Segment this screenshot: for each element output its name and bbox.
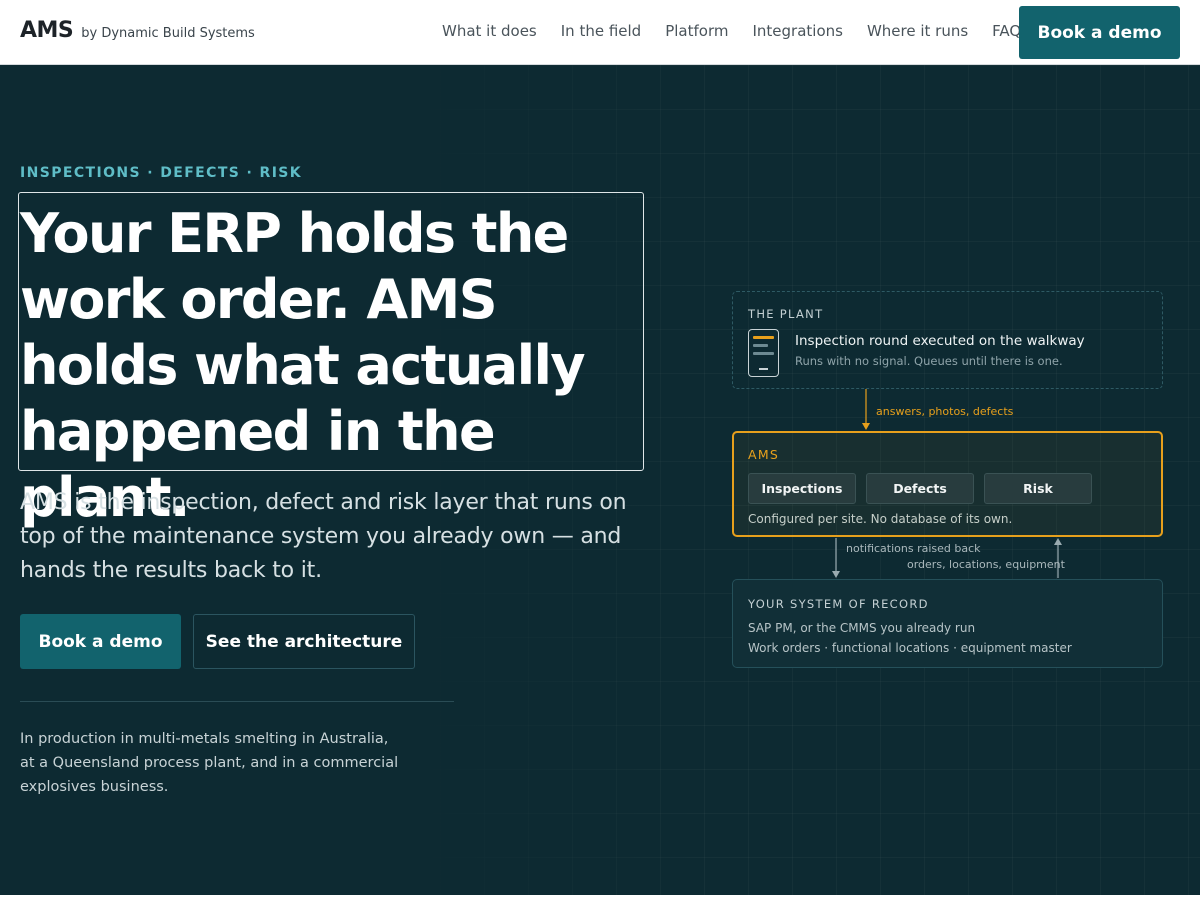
hero-gradient-overlay [0, 65, 700, 895]
hero-lede: AMS is the inspection, defect and risk l… [20, 490, 627, 583]
arrow-up-grey-head [1054, 538, 1062, 545]
see-architecture-button[interactable]: See the architecture [193, 614, 415, 669]
hero-divider [20, 701, 454, 702]
proof-line: In production in multi-metals smelting i… [20, 731, 389, 747]
chip-defects: Defects [866, 473, 974, 504]
architecture-diagram: THE PLANT Inspection round executed on t… [0, 65, 1200, 895]
proof-line: at a Queensland process plant, and in a … [20, 755, 399, 771]
sor-panel-label: YOUR SYSTEM OF RECORD [748, 597, 929, 611]
main-nav: What it does In the field Platform Integ… [442, 22, 1045, 40]
flow-in-label: orders, locations, equipment [907, 558, 1065, 571]
hero-eyebrow: INSPECTIONS · DEFECTS · RISK [20, 165, 303, 181]
brand-byline: by Dynamic Build Systems [81, 26, 255, 41]
page-footer-edge [0, 895, 1200, 900]
plant-title: Inspection round executed on the walkway [795, 333, 1085, 349]
sor-line: SAP PM, or the CMMS you already run [748, 621, 976, 635]
plant-panel [732, 291, 1163, 389]
nav-item-platform[interactable]: Platform [665, 22, 729, 40]
flow-arrows [832, 389, 1062, 578]
nav-item-integrations[interactable]: Integrations [752, 22, 843, 40]
proof-line: explosives business. [20, 779, 169, 795]
chip-inspections: Inspections [748, 473, 856, 504]
hero-book-demo-button[interactable]: Book a demo [20, 614, 181, 669]
hero-proof-text: In production in multi-metals smelting i… [20, 727, 400, 799]
ams-panel-label: AMS [748, 447, 780, 462]
arrow-down-amber-head [862, 423, 870, 430]
nav-item-what-it-does[interactable]: What it does [442, 22, 537, 40]
hero-headline: Your ERP holds the work order. AMS holds… [20, 202, 586, 529]
sor-line: Work orders · functional locations · equ… [748, 641, 1072, 655]
site-header: AMS by Dynamic Build Systems What it doe… [0, 0, 1200, 65]
nav-item-where-it-runs[interactable]: Where it runs [866, 22, 969, 40]
nav-item-in-the-field[interactable]: In the field [560, 22, 642, 40]
mobile-device-icon [748, 329, 779, 377]
plant-panel-label: THE PLANT [748, 307, 824, 321]
ams-footnote: Configured per site. No database of its … [748, 512, 1013, 526]
headline-focus-outline [18, 192, 644, 471]
hero-section: INSPECTIONS · DEFECTS · RISK Your ERP ho… [0, 65, 1200, 895]
chip-risk: Risk [984, 473, 1092, 504]
brand[interactable]: AMS by Dynamic Build Systems [20, 18, 255, 43]
system-of-record-panel [732, 579, 1163, 668]
flow-out-label: notifications raised back [846, 542, 981, 555]
plant-subtitle: Runs with no signal. Queues until there … [795, 354, 1063, 368]
nav-item-faq[interactable]: FAQ [992, 22, 1022, 40]
header-book-demo-button[interactable]: Book a demo [1019, 6, 1180, 59]
arrow-down-grey-head [832, 571, 840, 578]
brand-name: AMS [20, 18, 74, 43]
flow-down-label: answers, photos, defects [876, 405, 1014, 418]
